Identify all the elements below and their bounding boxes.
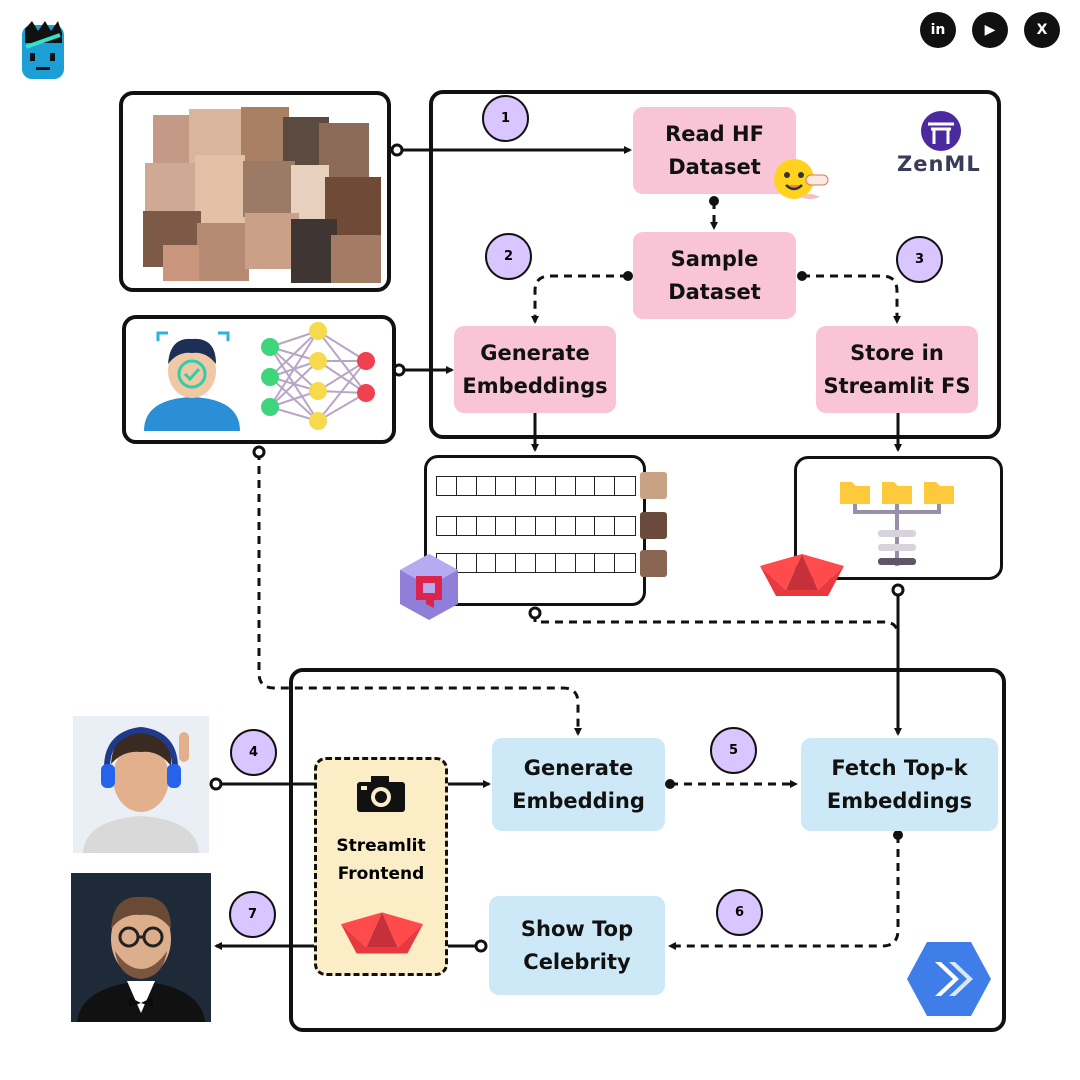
face-thumbnail (640, 512, 667, 539)
zenml-logo-icon (920, 110, 962, 152)
face-thumbnail (640, 472, 667, 499)
face-recognition-icon (144, 331, 240, 431)
show-top-celebrity-node[interactable]: Show Top Celebrity (489, 896, 665, 995)
step-badge-2: 2 (485, 233, 532, 280)
read-hf-dataset-node[interactable]: Read HF Dataset (633, 107, 796, 194)
frontend-label: Streamlit Frontend (336, 836, 426, 884)
celebrity-collage-image (143, 107, 381, 283)
streamlit-logo-icon (758, 548, 846, 598)
step-badge-3: 3 (896, 236, 943, 283)
cloud-run-icon (905, 940, 993, 1018)
generate-embeddings-node[interactable]: Generate Embeddings (454, 326, 616, 413)
hugging-face-icon (770, 155, 830, 205)
x-icon[interactable]: X (1024, 12, 1060, 48)
folder-tree-icon (838, 476, 958, 572)
linkedin-icon[interactable]: in (920, 12, 956, 48)
generate-embedding-node[interactable]: Generate Embedding (492, 738, 665, 831)
step-badge-5: 5 (710, 727, 757, 774)
zenml-brand-label: ZenML (897, 152, 981, 176)
brand-logo-icon (20, 17, 66, 81)
step-badge-6: 6 (716, 889, 763, 936)
edge-vectors-to-fetch (533, 614, 900, 637)
qdrant-logo-icon (398, 552, 460, 622)
step-badge-4: 4 (230, 729, 277, 776)
cloud-run-app-frame (289, 668, 1006, 1032)
embedding-row (436, 516, 636, 536)
embedding-row (436, 553, 636, 573)
neural-network-icon (261, 322, 375, 430)
step-badge-7: 7 (229, 891, 276, 938)
result-celebrity-photo (71, 873, 211, 1022)
streamlit-logo-icon (339, 906, 425, 956)
embedding-row (436, 476, 636, 496)
youtube-icon[interactable]: ▶ (972, 12, 1008, 48)
face-thumbnail (640, 550, 667, 577)
fetch-top-k-node[interactable]: Fetch Top-k Embeddings (801, 738, 998, 831)
zenml-pipeline-frame (429, 90, 1001, 439)
store-streamlit-fs-node[interactable]: Store in Streamlit FS (816, 326, 978, 413)
sample-dataset-node[interactable]: Sample Dataset (633, 232, 796, 319)
step-badge-1: 1 (482, 95, 529, 142)
streamlit-frontend[interactable]: Streamlit Frontend (314, 757, 448, 976)
face-model-panel (122, 315, 396, 444)
camera-icon (355, 774, 407, 814)
query-user-photo (73, 716, 209, 853)
celebrity-dataset-panel (119, 91, 391, 292)
